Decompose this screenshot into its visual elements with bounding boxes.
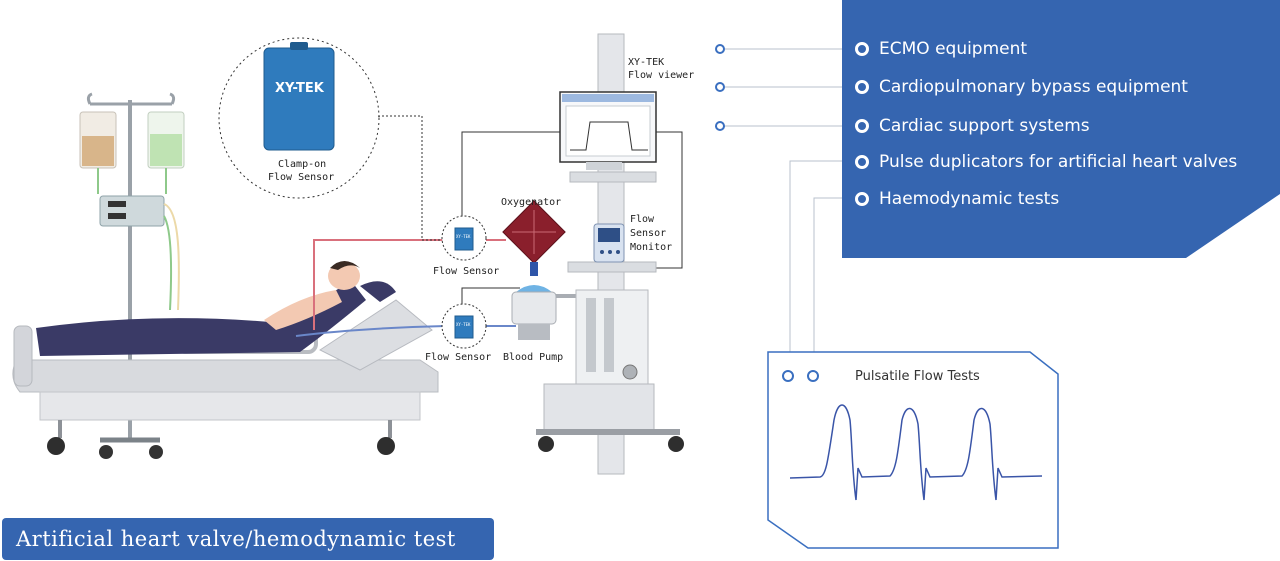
sensor-brand-text: XY-TEK — [275, 81, 324, 96]
blood-pump-label: Blood Pump — [503, 352, 564, 363]
monitor-label-line2: Sensor — [630, 228, 667, 239]
flow-sensor-upper-label: Flow Sensor — [433, 266, 500, 277]
applications-panel — [842, 0, 1280, 258]
flow-sensor-upper-chip — [454, 227, 474, 251]
sensor-chip-text-lower: XY-TEK — [456, 322, 471, 327]
application-item-ecmo: ECMO equipment — [855, 35, 1027, 63]
application-label: Haemodynamic tests — [879, 189, 1060, 209]
application-label: Pulse duplicators for artificial heart v… — [879, 152, 1238, 172]
application-item-haemodynamic: Haemodynamic tests — [855, 185, 1059, 213]
oxygenator-label: Oxygenator — [501, 197, 562, 208]
application-item-cardiac-support: Cardiac support systems — [855, 112, 1090, 140]
flow-viewer-label: XY-TEK — [628, 57, 665, 68]
application-connector-lines — [715, 44, 862, 368]
ring-icon — [855, 192, 869, 206]
application-item-cardiopulmonary: Cardiopulmonary bypass equipment — [855, 73, 1188, 101]
flow-sensor-monitor-unit — [593, 223, 625, 263]
blood-pump — [511, 285, 600, 340]
application-label: Cardiopulmonary bypass equipment — [879, 77, 1188, 97]
flow-sensor-lower-label: Flow Sensor — [425, 352, 492, 363]
flow-viewer-label-line2: Flow viewer — [628, 70, 695, 81]
application-label: ECMO equipment — [879, 39, 1028, 59]
application-item-pulse-duplicators: Pulse duplicators for artificial heart v… — [855, 148, 1237, 176]
tube-blue-venous — [295, 325, 447, 337]
ring-icon — [855, 42, 869, 56]
ring-icon — [855, 80, 869, 94]
cable-monitor — [654, 131, 683, 269]
caption-banner: Artificial heart valve/hemodynamic test — [2, 518, 494, 560]
pulsatile-waveform — [789, 404, 1043, 501]
ring-icon — [855, 119, 869, 133]
cable-upper — [461, 131, 560, 226]
clamp-on-label: Clamp-on — [278, 159, 327, 170]
infusion-pump — [99, 195, 180, 311]
iv-bag-left — [79, 111, 117, 194]
monitor-label-line3: Monitor — [630, 242, 673, 253]
monitor-label-line1: Flow — [630, 214, 655, 225]
application-label: Cardiac support systems — [879, 116, 1090, 136]
tube-red-arterial — [313, 239, 446, 330]
cable-lower — [461, 287, 520, 310]
flow-viewer-monitor — [559, 91, 657, 170]
patient — [36, 261, 396, 356]
oxygenator — [502, 200, 566, 276]
iv-bag-right — [147, 111, 185, 194]
clamp-on-label-line2: Flow Sensor — [268, 172, 335, 183]
clamp-on-sensor-large — [263, 42, 335, 151]
pulsatile-title: Pulsatile Flow Tests — [855, 369, 980, 384]
sensor-chip-text-upper: XY-TEK — [456, 234, 471, 239]
inset-connector — [378, 115, 446, 241]
ring-icon — [855, 155, 869, 169]
flow-sensor-lower-chip — [454, 315, 474, 339]
pulsatile-flow-box — [767, 351, 1059, 549]
